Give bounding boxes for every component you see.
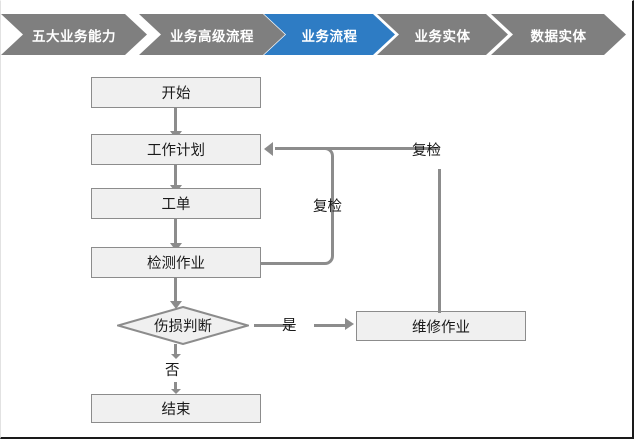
node-start-label: 开始 xyxy=(161,86,191,102)
edge-label-yes: 是 xyxy=(282,318,297,334)
edge-label-recheck-outer: 复检 xyxy=(412,143,441,159)
edge-decision-to-end-stub xyxy=(174,344,177,357)
breadcrumb-step-3-label: 业务流程 xyxy=(301,28,358,44)
node-repair[interactable]: 维修作业 xyxy=(356,311,526,341)
node-work-plan[interactable]: 工作计划 xyxy=(91,134,261,165)
edge-inspection-to-decision xyxy=(174,278,177,304)
breadcrumb: 五大业务能力 业务高级流程 业务流程 业务实体 数据实体 xyxy=(1,14,626,55)
arrow-no-to-end-icon xyxy=(171,389,181,394)
node-inspection-label: 检测作业 xyxy=(147,256,205,272)
arrow-decision-no-icon xyxy=(171,354,181,359)
node-end[interactable]: 结束 xyxy=(91,394,261,423)
edge-label-no: 否 xyxy=(165,363,180,379)
breadcrumb-step-1-label: 五大业务能力 xyxy=(32,28,116,44)
arrow-recheck-to-work-plan-icon xyxy=(264,142,273,156)
edge-label-recheck-inner: 复检 xyxy=(313,199,342,215)
node-work-order[interactable]: 工单 xyxy=(91,188,261,219)
edge-work-order-to-inspection xyxy=(174,219,177,246)
node-damage-decision[interactable]: 伤损判断 xyxy=(117,306,249,345)
edge-repair-recheck-vertical xyxy=(438,169,441,313)
edge-decision-to-repair-stub xyxy=(254,324,292,327)
diamond-shape-icon xyxy=(117,306,249,345)
edge-start-to-work-plan xyxy=(174,108,177,134)
node-end-label: 结束 xyxy=(161,402,191,418)
breadcrumb-step-1[interactable]: 五大业务能力 xyxy=(1,14,147,55)
edge-inspection-recheck-vertical xyxy=(331,176,334,256)
breadcrumb-step-2[interactable]: 业务高级流程 xyxy=(139,14,285,55)
node-repair-label: 维修作业 xyxy=(412,319,470,336)
breadcrumb-step-2-label: 业务高级流程 xyxy=(170,28,254,44)
arrow-inspection-to-decision-icon xyxy=(170,301,182,309)
edge-inspection-recheck-out xyxy=(261,262,323,265)
breadcrumb-step-4[interactable]: 业务实体 xyxy=(377,14,508,55)
node-work-plan-label: 工作计划 xyxy=(147,143,205,159)
edge-recheck-to-work-plan xyxy=(275,147,440,150)
arrow-decision-to-repair-icon xyxy=(345,318,354,330)
edge-decision-to-repair xyxy=(314,324,348,327)
breadcrumb-step-5[interactable]: 数据实体 xyxy=(491,14,626,55)
breadcrumb-step-4-label: 业务实体 xyxy=(414,28,471,44)
edge-work-plan-to-work-order xyxy=(174,165,177,188)
node-inspection[interactable]: 检测作业 xyxy=(91,247,261,278)
edge-inspection-recheck-elbow-bottom xyxy=(314,253,334,265)
node-start[interactable]: 开始 xyxy=(91,77,261,108)
breadcrumb-step-5-label: 数据实体 xyxy=(530,28,587,44)
node-work-order-label: 工单 xyxy=(161,197,191,213)
node-damage-decision-label: 伤损判断 xyxy=(154,319,212,335)
edge-no-to-end xyxy=(174,382,177,392)
edge-inspection-recheck-elbow-top xyxy=(314,147,334,179)
